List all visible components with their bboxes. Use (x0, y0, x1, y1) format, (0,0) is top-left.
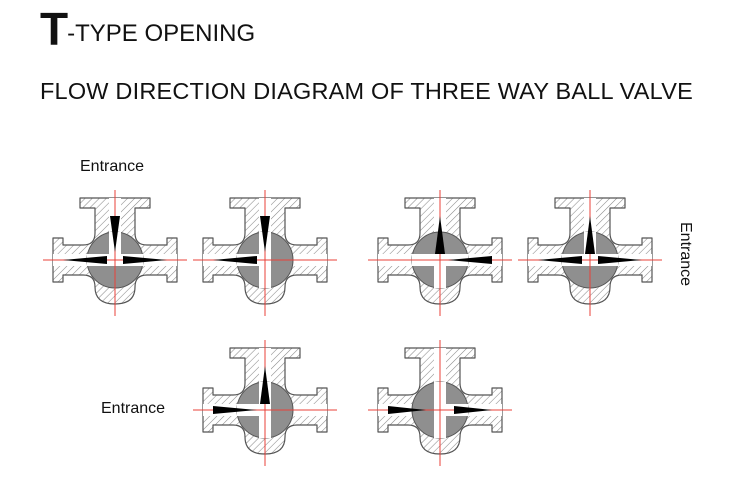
flow-arrow-left (63, 256, 107, 264)
valve-2 (193, 190, 337, 316)
flow-arrow-down (110, 216, 120, 252)
flow-arrow-left (213, 256, 257, 264)
flow-arrow-right (448, 256, 492, 264)
flow-arrow-right (388, 406, 426, 414)
diagram-subtitle: FLOW DIRECTION DIAGRAM OF THREE WAY BALL… (40, 78, 693, 104)
flow-arrow-up (585, 216, 595, 254)
title-letter: T (40, 3, 68, 55)
entrance-label-right: Entrance (677, 222, 694, 287)
title-rest: -TYPE OPENING (67, 20, 256, 47)
flow-arrow-right (598, 256, 642, 264)
flow-arrow-right (454, 406, 492, 414)
valve-5 (193, 340, 337, 466)
valve-3 (368, 190, 512, 316)
flow-arrow-left (538, 256, 582, 264)
valve-1 (43, 190, 187, 316)
entrance-label-top: Entrance (80, 158, 145, 175)
valve-6 (368, 340, 512, 466)
flow-arrow-up (260, 366, 270, 404)
valve-4 (518, 190, 662, 316)
flow-arrow-up (435, 216, 445, 254)
page-title: T-TYPE OPENING (40, 6, 255, 52)
entrance-label-left: Entrance (101, 400, 166, 417)
flow-arrow-right (123, 256, 167, 264)
flow-arrow-right (213, 406, 257, 414)
flow-arrow-down (260, 216, 270, 252)
